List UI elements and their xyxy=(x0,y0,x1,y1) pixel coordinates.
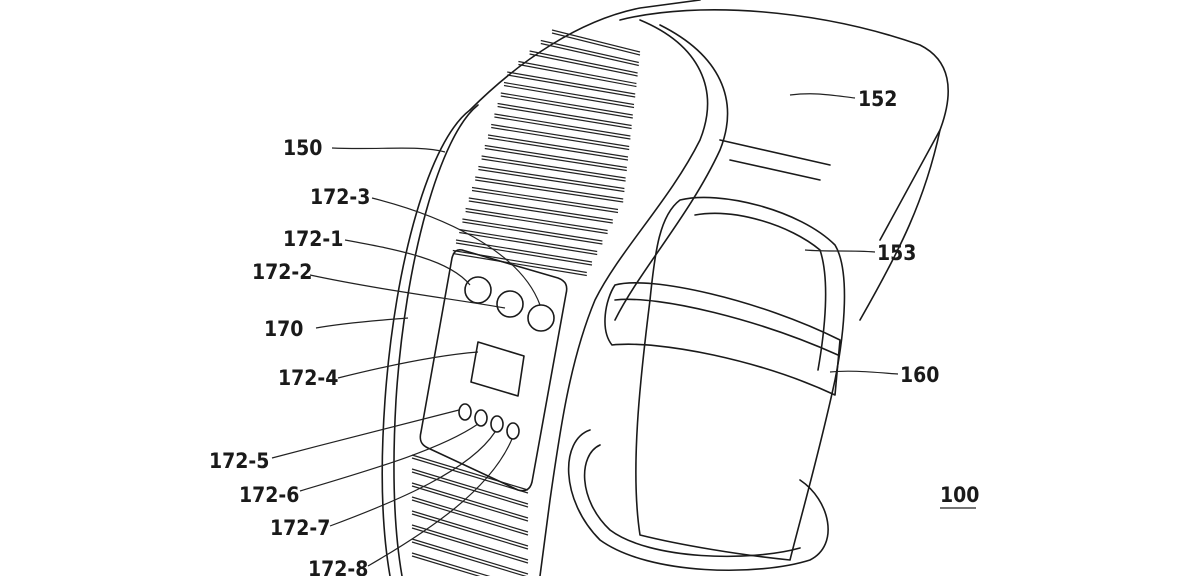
label-170: 170 xyxy=(264,317,303,341)
vent-slot xyxy=(484,144,627,169)
led-5 xyxy=(458,403,472,421)
vent-slot xyxy=(491,123,630,148)
vent-slot xyxy=(551,32,641,56)
label-172-1: 172-1 xyxy=(283,227,343,251)
vent-slot xyxy=(478,165,625,190)
vent-slot xyxy=(497,102,632,127)
vent-slot xyxy=(465,210,608,235)
vent-slot xyxy=(411,513,529,550)
vent-slot xyxy=(518,63,637,88)
vent-slot xyxy=(475,176,624,200)
vent-slot xyxy=(411,485,529,522)
vent-slot xyxy=(481,155,626,179)
label-160: 160 xyxy=(900,363,939,387)
vent-slot xyxy=(494,116,631,140)
label-172-6: 172-6 xyxy=(239,483,299,507)
vent-slot xyxy=(497,105,632,130)
vent-slot xyxy=(471,189,619,214)
loop-160 xyxy=(604,282,841,396)
buckle-ring xyxy=(567,429,829,572)
sensor-circle-1 xyxy=(464,276,492,304)
vent-slot xyxy=(494,113,631,137)
vent-slot xyxy=(507,71,636,95)
vent-slot xyxy=(411,524,529,561)
label-172-2: 172-2 xyxy=(252,260,312,284)
vent-slot xyxy=(411,496,529,533)
vent-slot xyxy=(484,147,627,172)
vent-slot xyxy=(487,137,629,161)
vent-slot xyxy=(411,527,529,564)
label-172-7: 172-7 xyxy=(270,516,330,540)
display-rect xyxy=(470,341,525,397)
vent-slot xyxy=(462,221,603,245)
label-172-4: 172-4 xyxy=(278,366,338,390)
vent-slot xyxy=(491,126,630,151)
reference-numeral-100: 100 xyxy=(940,483,979,507)
vent-slot xyxy=(411,454,529,491)
vent-slot xyxy=(411,468,529,505)
led-7 xyxy=(490,415,504,433)
sensor-panel xyxy=(419,248,568,492)
vent-slot xyxy=(459,231,598,256)
vent-slot xyxy=(411,457,529,494)
vent-slot xyxy=(468,200,613,224)
vent-slot xyxy=(551,29,641,53)
label-153: 153 xyxy=(877,241,916,265)
vent-slot xyxy=(540,42,639,67)
vent-slot xyxy=(478,168,625,193)
vent-grill xyxy=(411,29,641,576)
vent-slot xyxy=(459,228,598,253)
vent-slot xyxy=(529,50,638,74)
vent-slot xyxy=(411,482,529,519)
vent-slot xyxy=(468,197,613,221)
vent-slot xyxy=(503,81,635,106)
label-172-3: 172-3 xyxy=(310,185,370,209)
label-172-5: 172-5 xyxy=(209,449,269,473)
vent-slot xyxy=(455,239,593,263)
sensor-circle-3 xyxy=(527,304,555,332)
clasp-153 xyxy=(635,196,846,561)
sensor-circle-2 xyxy=(496,290,524,318)
led-8 xyxy=(506,422,520,440)
vent-slot xyxy=(411,552,491,576)
vent-slot xyxy=(487,134,629,158)
vent-slot xyxy=(471,186,619,211)
vent-slot xyxy=(518,60,637,85)
vent-slot xyxy=(540,39,639,64)
vent-slot xyxy=(411,471,529,508)
vent-slot xyxy=(475,179,624,203)
vent-slot xyxy=(455,242,593,266)
led-6 xyxy=(474,409,488,427)
vent-slot xyxy=(462,218,603,242)
label-172-8: 172-8 xyxy=(308,557,368,576)
leader-lines xyxy=(271,93,899,567)
vent-slot xyxy=(465,207,608,232)
vent-slot xyxy=(500,95,633,119)
label-152: 152 xyxy=(858,87,897,111)
band-outline xyxy=(381,0,949,576)
vent-slot xyxy=(507,74,636,98)
vent-slot xyxy=(481,158,626,182)
vent-slot xyxy=(411,555,481,576)
vent-slot xyxy=(452,252,587,277)
vent-slot xyxy=(411,538,529,575)
vent-slot xyxy=(411,499,529,536)
vent-slot xyxy=(503,84,635,109)
vent-slot xyxy=(529,53,638,77)
vent-slot xyxy=(411,541,527,576)
vent-slot xyxy=(411,510,529,547)
vent-slot xyxy=(500,92,633,116)
label-150: 150 xyxy=(283,136,322,160)
